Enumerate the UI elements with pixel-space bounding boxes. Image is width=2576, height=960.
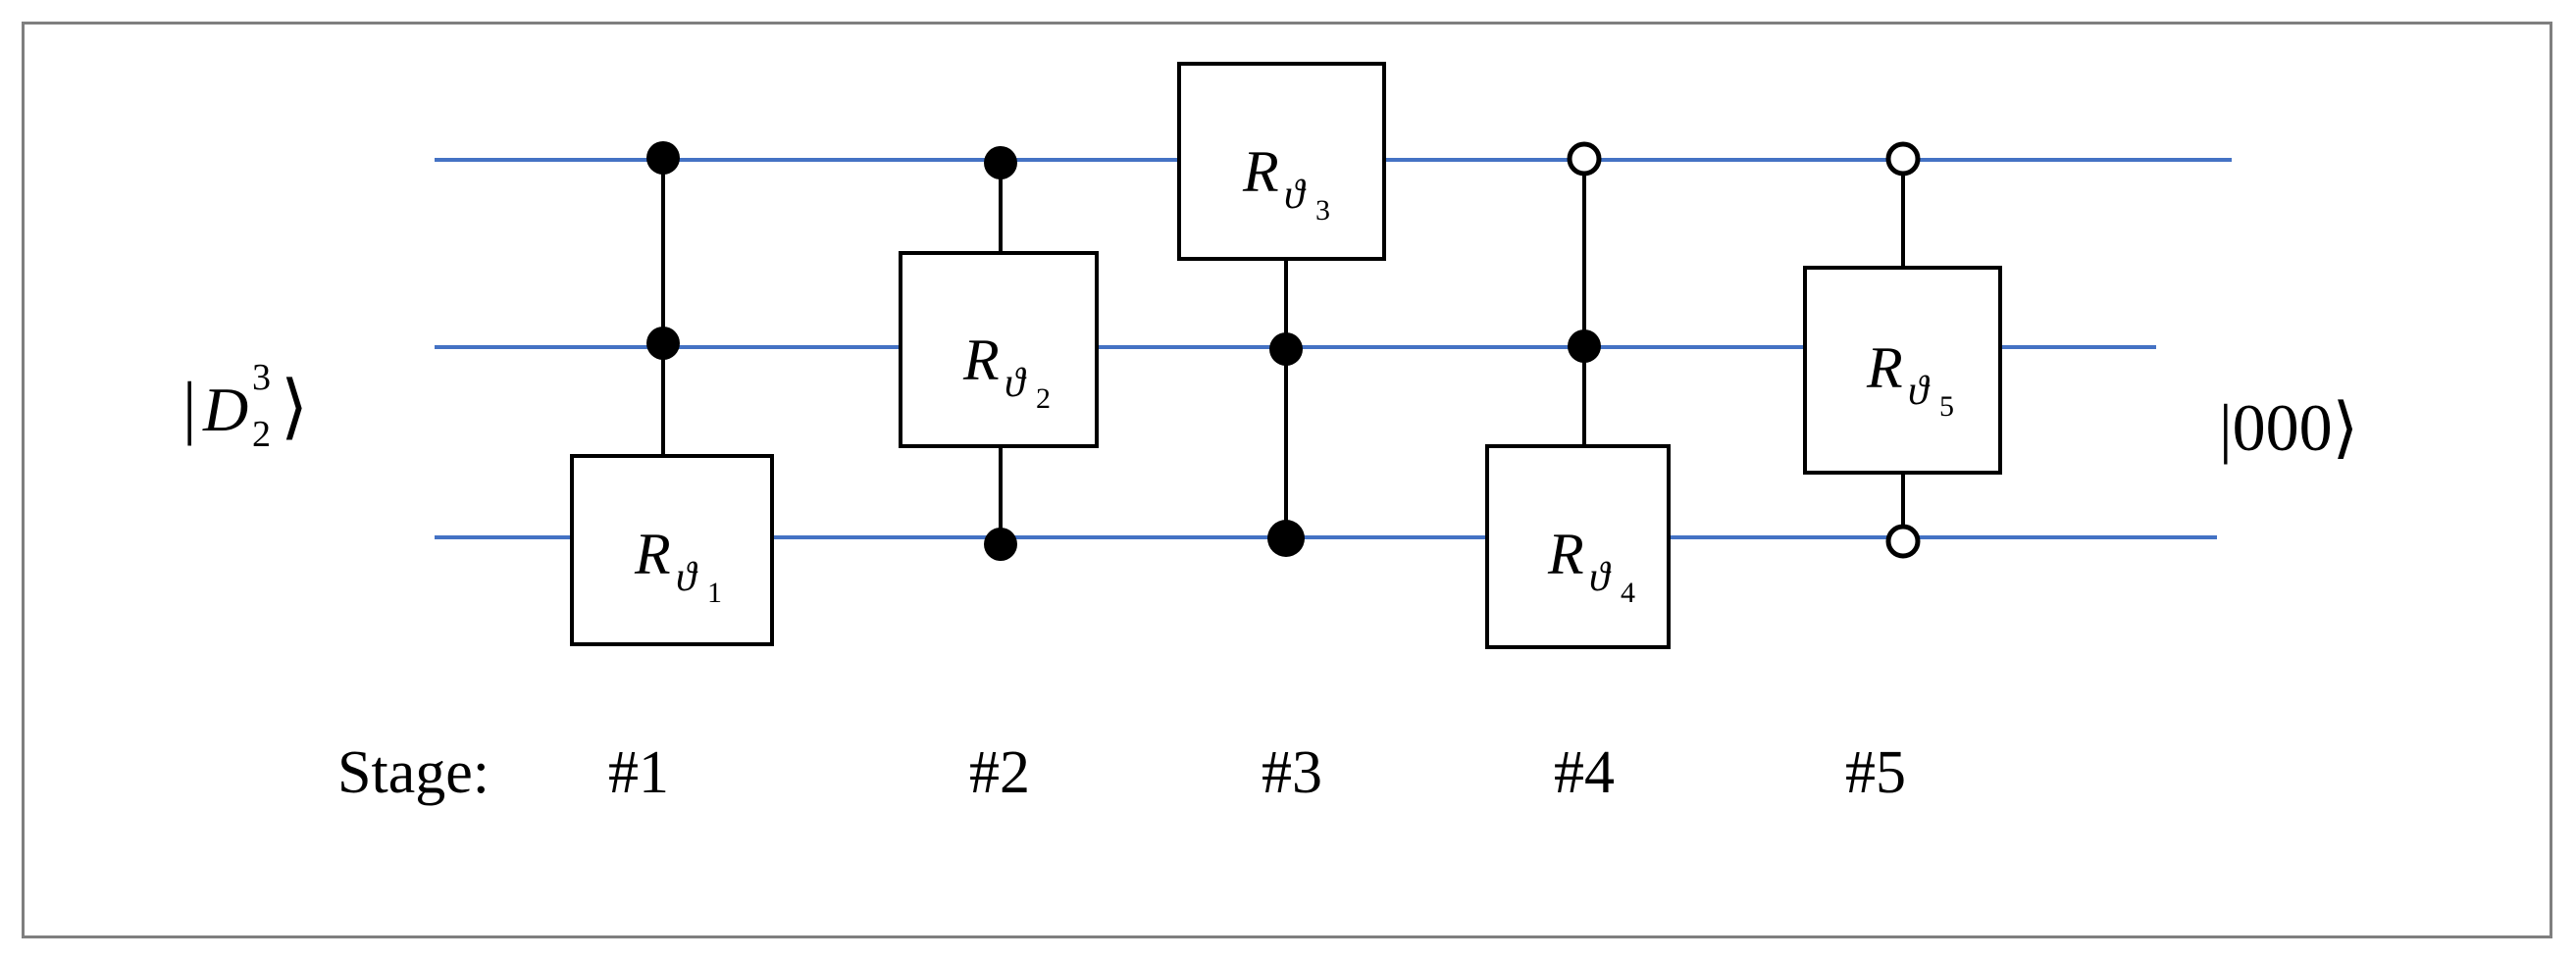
svg-text:3: 3 [252,357,271,398]
gate-label-4: R ϑ 4 [1547,522,1635,609]
gate-box-3 [1177,62,1386,261]
gate-box-2 [899,251,1099,448]
gate-box-4 [1485,444,1671,649]
stage5-control-open-q3 [1885,524,1921,559]
output-state-label: |000⟩ [2219,390,2358,465]
svg-text:D: D [202,375,248,444]
svg-text:5: 5 [1939,390,1954,423]
stage-number-3: #3 [1262,739,1322,806]
svg-text:1: 1 [707,577,722,609]
svg-text:ϑ: ϑ [1284,173,1307,218]
gate-box-1 [570,454,774,646]
svg-text:R: R [634,522,671,586]
svg-text:R: R [1242,139,1279,204]
svg-text:3: 3 [1315,194,1330,227]
svg-text:ϑ: ϑ [1908,369,1931,414]
svg-text:2: 2 [252,414,271,455]
stage-number-5: #5 [1845,739,1906,806]
stage5-control-open-q1 [1885,141,1921,177]
svg-text:ϑ: ϑ [1589,555,1612,600]
stage1-control-dot-q1 [646,141,680,175]
stage3-control-dot-q2 [1269,332,1303,366]
stage-number-1: #1 [608,739,669,806]
stage2-control-dot-q3 [984,528,1017,561]
gate-label-1: R ϑ 1 [634,522,722,609]
input-state-label: | D 3 2 ⟩ [182,357,308,455]
stage-number-2: #2 [969,739,1030,806]
gate-box-5 [1803,266,2002,475]
stage-row-label: Stage: [337,739,489,806]
stage2-control-dot-q1 [984,146,1017,179]
gate-label-2: R ϑ 2 [962,328,1051,415]
svg-text:|: | [182,368,196,446]
stage1-control-dot-q2 [646,327,680,360]
figure-frame [22,22,2552,938]
stage4-control-dot-q2 [1568,329,1601,363]
stage-number-4: #4 [1554,739,1615,806]
gate-label-3: R ϑ 3 [1242,139,1330,227]
svg-text:R: R [1866,335,1903,400]
gate-label-5: R ϑ 5 [1866,335,1954,423]
svg-text:ϑ: ϑ [676,555,698,600]
svg-text:2: 2 [1036,382,1051,415]
svg-text:4: 4 [1621,577,1635,609]
svg-text:ϑ: ϑ [1005,361,1027,406]
svg-text:R: R [962,328,1000,392]
stage4-control-open-q1 [1567,141,1602,177]
svg-text:⟩: ⟩ [281,368,308,446]
stage3-control-dot-q3 [1267,520,1305,557]
svg-text:R: R [1547,522,1584,586]
